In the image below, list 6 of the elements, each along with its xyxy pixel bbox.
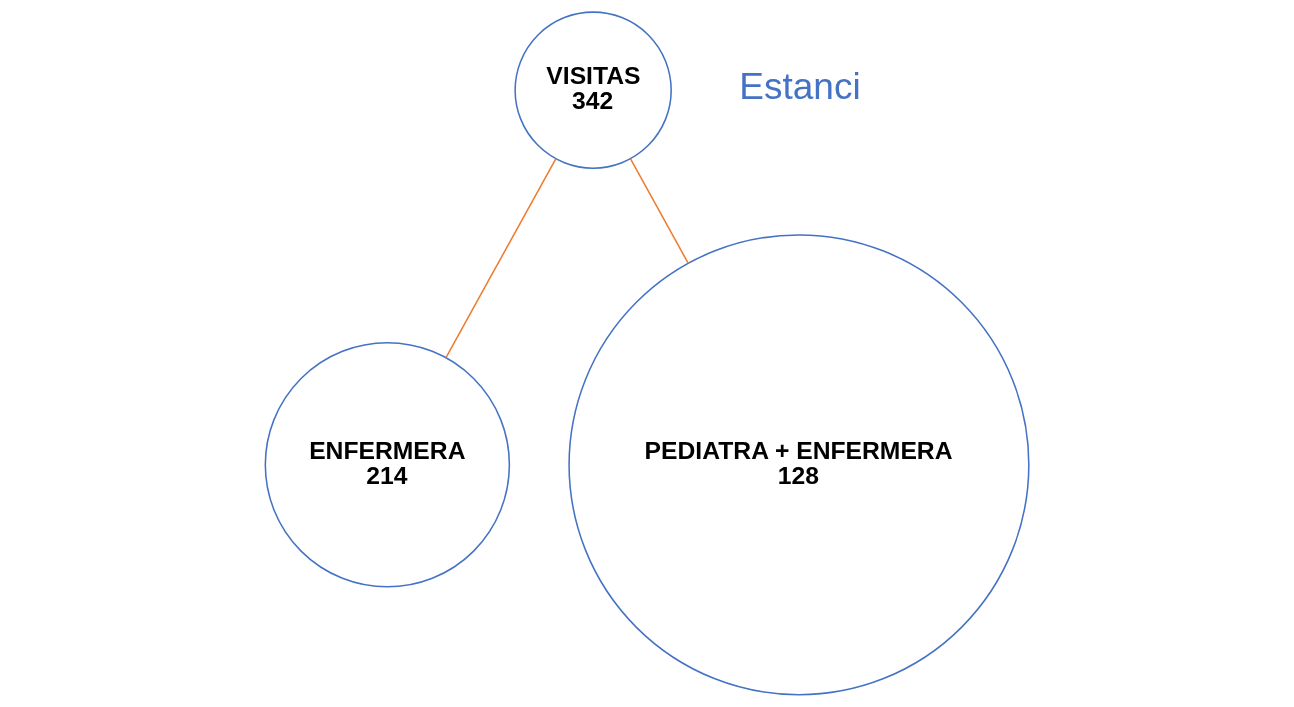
connector xyxy=(445,157,557,359)
label: Estanci xyxy=(739,65,861,108)
node-circle: ENFERMERA 214 xyxy=(264,342,511,588)
node-circle: VISITAS 342 xyxy=(514,11,672,169)
connector xyxy=(629,157,689,264)
node-circle: PEDIATRA + ENFERMERA 128 xyxy=(568,234,1030,696)
